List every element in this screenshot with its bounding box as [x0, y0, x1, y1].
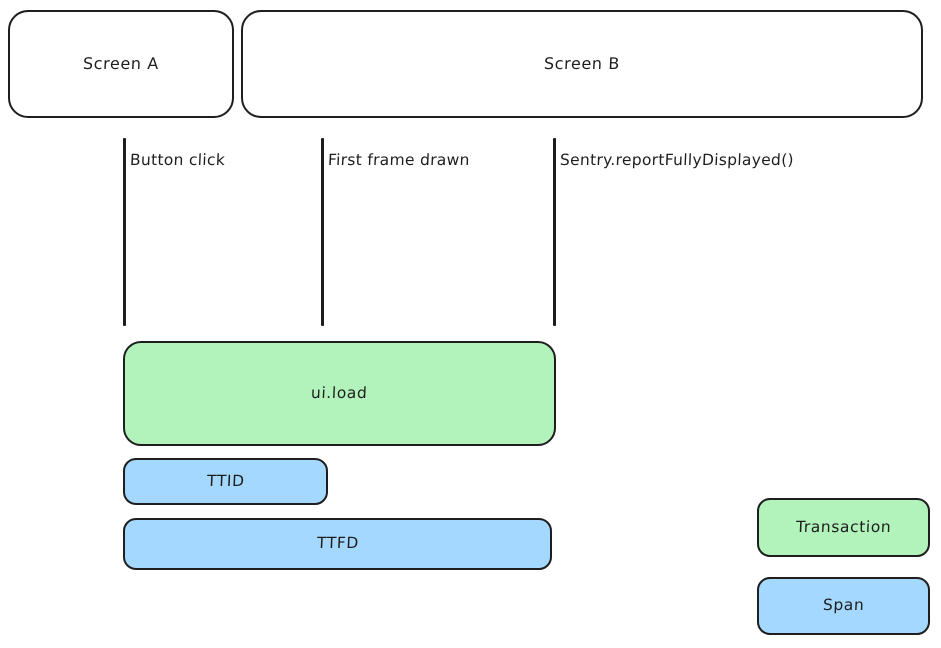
bar-ttfd-label: TTFD — [316, 534, 359, 553]
screen-box-b[interactable]: Screen B — [241, 10, 923, 118]
bar-ui-load[interactable]: ui.load — [123, 341, 556, 446]
legend-item-span-label: Span — [822, 596, 865, 615]
marker-line-report-fully-displayed — [553, 138, 556, 326]
bar-ttid[interactable]: TTID — [123, 458, 328, 505]
screen-box-b-label: Screen B — [543, 54, 621, 74]
screen-box-a-label: Screen A — [82, 54, 160, 74]
marker-line-first-frame-drawn — [321, 138, 324, 326]
legend-item-transaction[interactable]: Transaction — [757, 498, 930, 557]
marker-line-button-click — [123, 138, 126, 326]
bar-ui-load-label: ui.load — [310, 383, 369, 402]
legend-item-span[interactable]: Span — [757, 577, 930, 635]
legend-item-transaction-label: Transaction — [795, 517, 892, 536]
marker-label-report-fully-displayed: Sentry.reportFullyDisplayed() — [559, 151, 795, 169]
bar-ttid-label: TTID — [206, 471, 245, 490]
bar-ttfd[interactable]: TTFD — [123, 518, 552, 570]
marker-label-first-frame-drawn: First frame drawn — [327, 151, 471, 169]
screen-box-a[interactable]: Screen A — [8, 10, 234, 118]
marker-label-button-click: Button click — [129, 151, 226, 169]
